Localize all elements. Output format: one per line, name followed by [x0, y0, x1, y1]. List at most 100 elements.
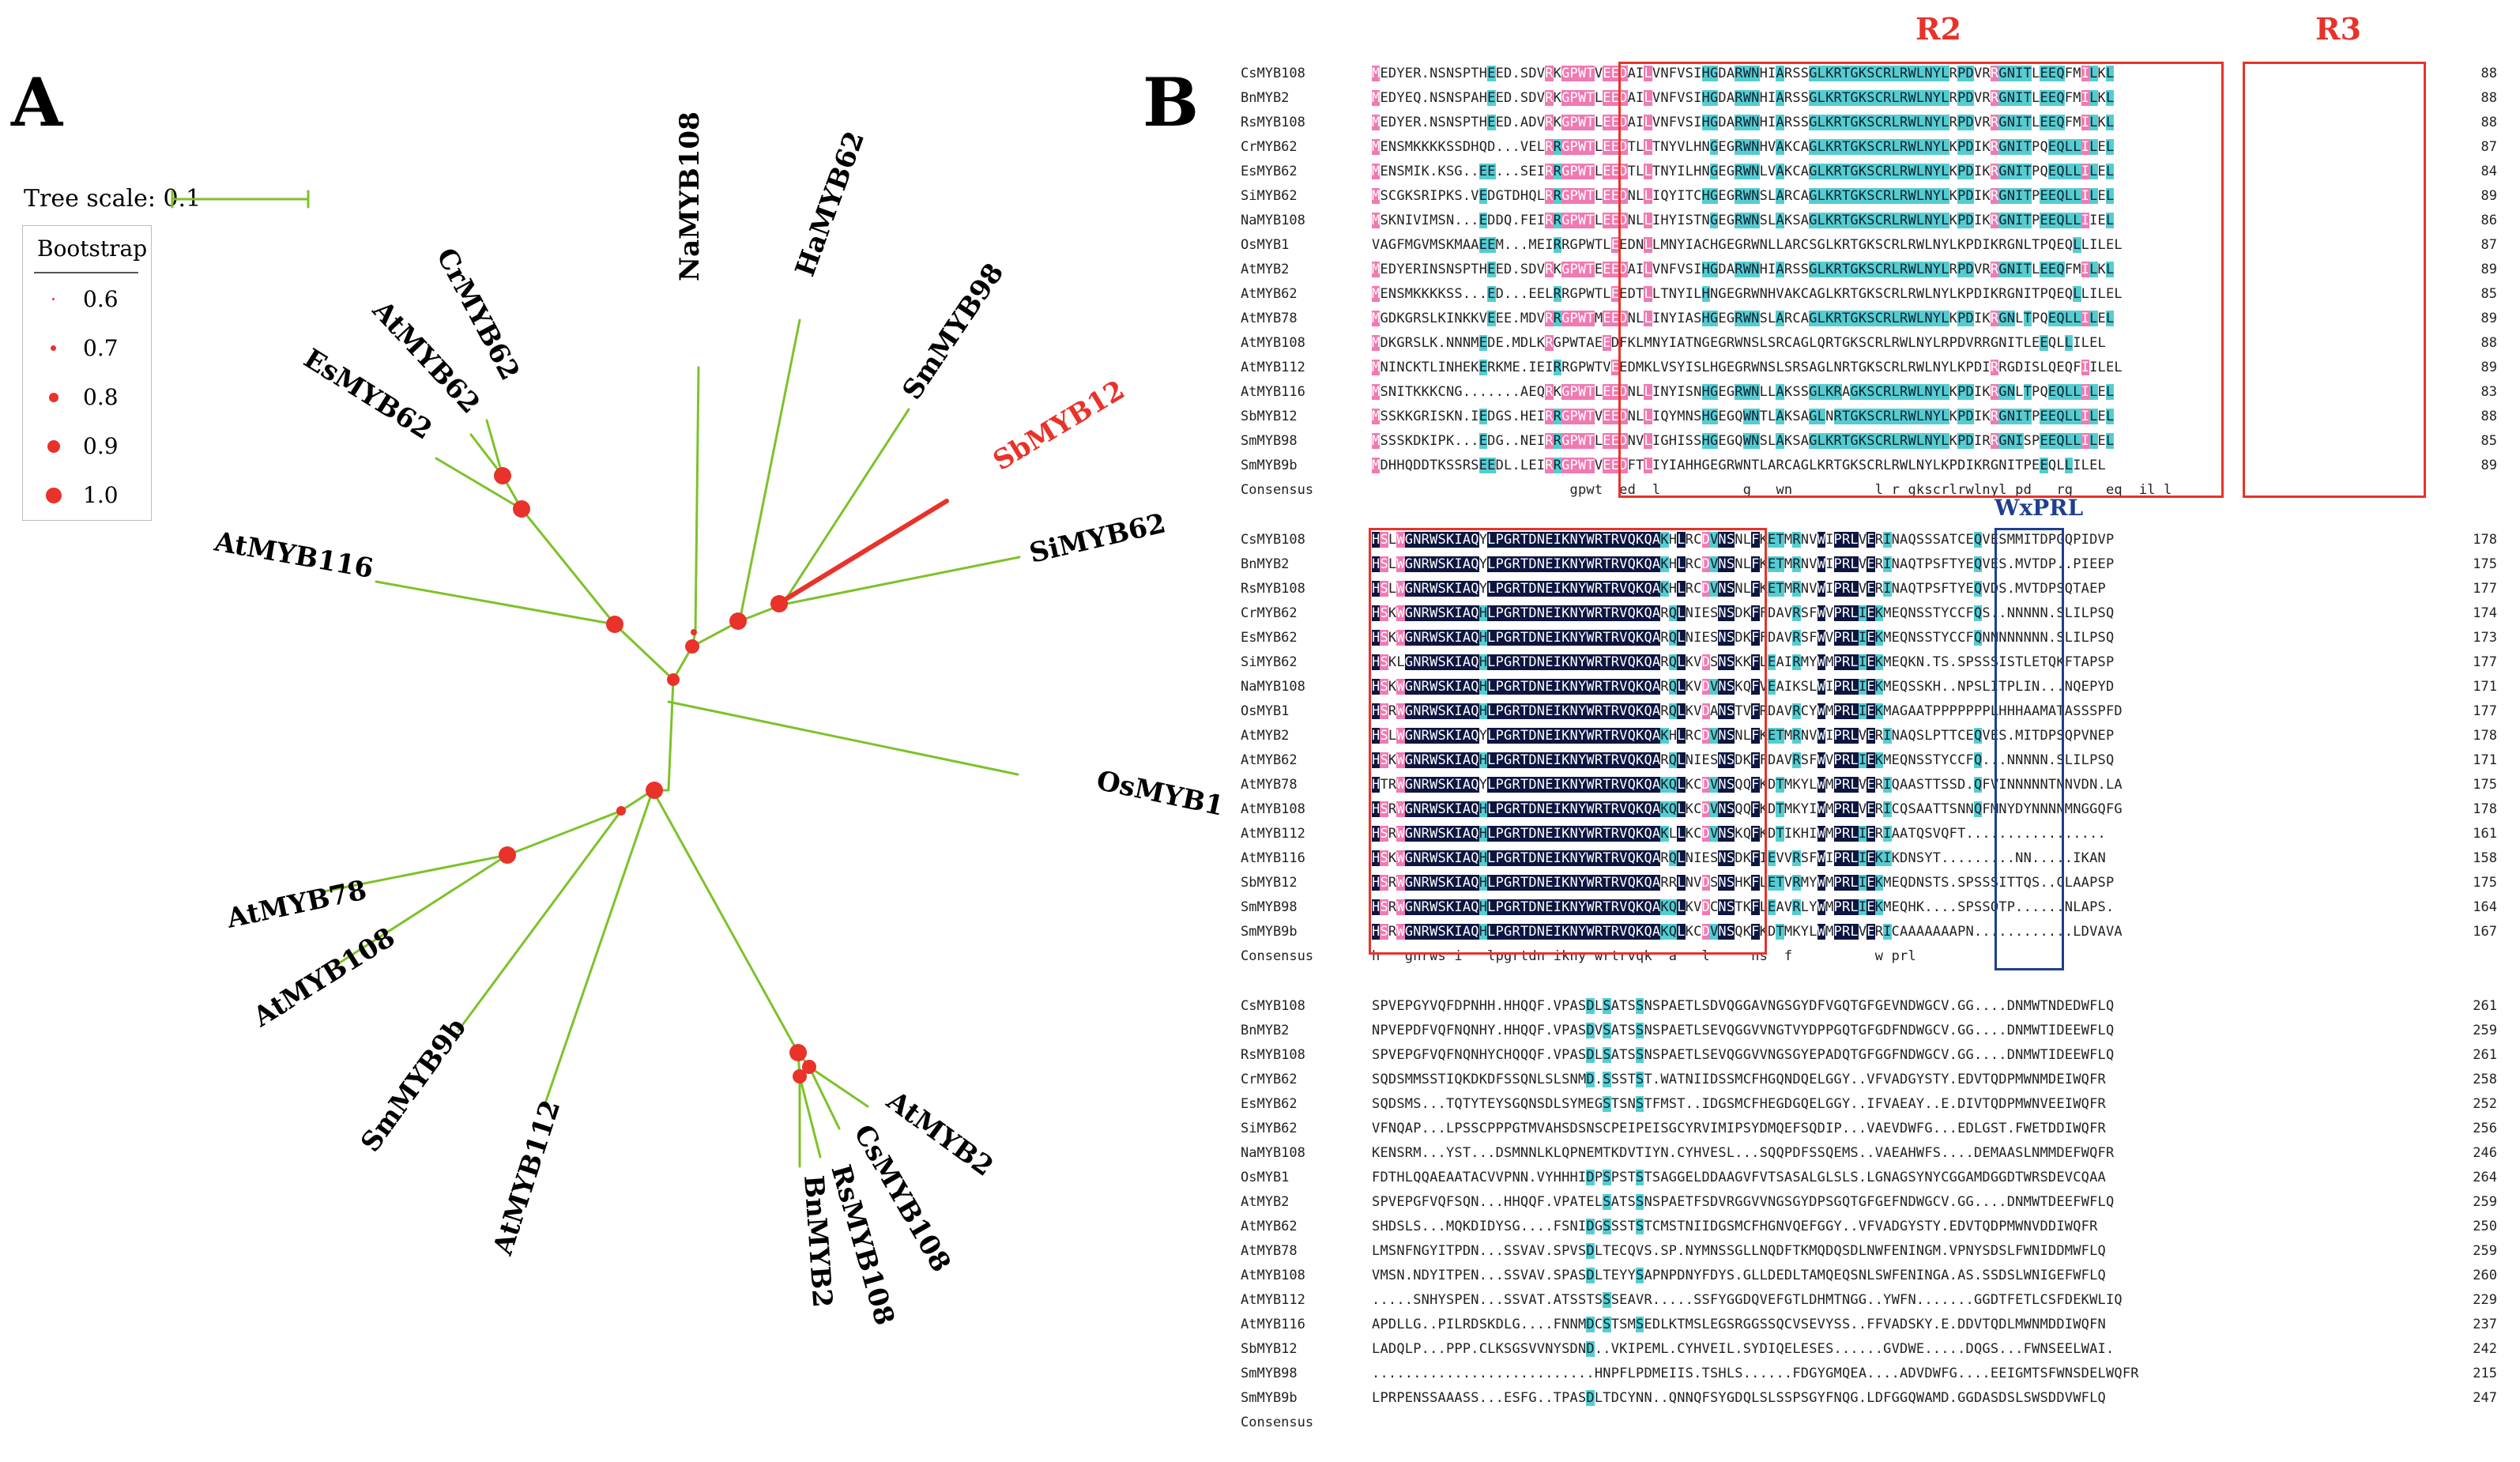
leaf-label: AtMYB112: [487, 1096, 567, 1259]
r3-frame-block-2: [1369, 528, 1767, 955]
sequence-residues: VMSN.NDYITPEN...SSVAV.SPASDLTEYYSAPNPDNY…: [1372, 1268, 2106, 1283]
sequence-residues: MDHHQDDTKSSRSEEDL.LEIRRGPWTVEEDFTLIYIAHH…: [1372, 458, 2106, 473]
sequence-residues: MSNITKKKCNG.......AEQRKGPWTLEEDNLLINYISN…: [1372, 384, 2115, 400]
residue-count: 171: [2473, 752, 2497, 768]
sequence-name: AtMYB108: [1241, 335, 1305, 351]
sequence-name: SmMYB9b: [1241, 1390, 1298, 1406]
residue-count: 158: [2473, 850, 2497, 866]
residue-count: 175: [2473, 556, 2497, 572]
residue-count: 177: [2473, 654, 2497, 670]
residue-count: 85: [2480, 286, 2497, 302]
bootstrap-legend-title: Bootstrap: [37, 236, 148, 262]
sequence-name: AtMYB62: [1241, 1219, 1298, 1234]
sequence-residues: HSRWGNRWSKIAQHLPGRTDNEIKNYWRTRVQKQAKQLKV…: [1372, 899, 2115, 915]
residue-count: 89: [2480, 262, 2497, 277]
sequence-residues: HSKWGNRWSKIAQHLPGRTDNEIKNYWRTRVQKQARQLNI…: [1372, 752, 2115, 768]
sequence-residues: LADQLP...PPP.CLKSGSVVNYSDND..VKIPEML.CYH…: [1372, 1341, 2115, 1357]
tree-branch: [457, 809, 623, 1032]
residue-count: 250: [2473, 1219, 2497, 1234]
bootstrap-value: 0.7: [83, 335, 119, 361]
residue-count: 246: [2473, 1145, 2497, 1161]
residue-count: 256: [2473, 1121, 2497, 1136]
sequence-name: RsMYB108: [1241, 115, 1305, 130]
tree-branch: [520, 507, 616, 626]
sequence-name: SmMYB98: [1241, 899, 1298, 915]
sequence-name: NaMYB108: [1241, 213, 1305, 228]
residue-count: 83: [2480, 384, 2497, 400]
bootstrap-node: [685, 639, 699, 654]
sequence-residues: SPVEPGFVQFSQN...HHQQF.VPATELSATSSNSPAETF…: [1372, 1194, 2115, 1210]
sequence-residues: MEDYER.NSNSPTHEED.ADVRKGPWTLEEDAILVNFVSI…: [1372, 115, 2115, 130]
panel-b-letter: B: [1143, 63, 1199, 141]
residue-count: 259: [2473, 1243, 2497, 1259]
residue-count: 258: [2473, 1072, 2497, 1087]
tree-branch: [333, 853, 509, 967]
tree-branch: [798, 1075, 822, 1159]
residue-count: 84: [2480, 164, 2497, 179]
leaf-label: SiMYB62: [1026, 507, 1169, 569]
sequence-name: EsMYB62: [1241, 630, 1298, 646]
sequence-name: BnMYB2: [1241, 90, 1290, 106]
sequence-residues: FDTHLQQAEAATACVVPNN.VYHHHIDPSPSTSTSAGGEL…: [1372, 1170, 2106, 1185]
region-label-r3: R3: [2315, 11, 2362, 47]
residue-count: 215: [2473, 1366, 2497, 1381]
bootstrap-node: [802, 1060, 816, 1074]
sequence-name: RsMYB108: [1241, 1047, 1305, 1063]
residue-count: 173: [2473, 630, 2497, 646]
tree-branch: [375, 580, 616, 626]
sequence-residues: MDKGRSLK.NNNMEDE.MDLKRGPWTAEEDFKLMNYIATN…: [1372, 335, 2106, 351]
sequence-name: OsMYB1: [1241, 703, 1290, 719]
sequence-residues: SPVEPGFVQFNQNHYCHQQQF.VPASDLSATSSNSPAETL…: [1372, 1047, 2115, 1063]
leaf-label: OsMYB1: [1094, 765, 1226, 823]
bootstrap-dot: [47, 440, 60, 453]
residue-count: 261: [2473, 1047, 2497, 1063]
sequence-residues: SHDSLS...MQKDIDYSG....FSNIDGSSSTSTCMSTNI…: [1372, 1219, 2098, 1234]
bootstrap-legend-row: 0.7: [23, 332, 151, 364]
sequence-name: AtMYB78: [1241, 311, 1298, 326]
sequence-residues: HSRWGNRWSKIAQHLPGRTDNEIKNYWRTRVQKQAKLLKC…: [1372, 826, 2106, 842]
sequence-residues: SQDSMMSSTIQKDKDFSSQNLSLSNMD.SSSTST.WATNI…: [1372, 1072, 2106, 1087]
tree-branch: [667, 700, 1019, 776]
bootstrap-legend-row: 1.0: [23, 479, 151, 511]
sequence-name: SiMYB62: [1241, 1121, 1298, 1136]
sequence-name: AtMYB116: [1241, 384, 1305, 400]
residue-count: 88: [2480, 335, 2497, 351]
sequence-residues: HSKWGNRWSKIAQHLPGRTDNEIKNYWRTRVQKQARQLKV…: [1372, 679, 2115, 695]
leaf-label: HaMYB62: [789, 127, 871, 281]
bootstrap-dot: [46, 488, 62, 503]
residue-count: 247: [2473, 1390, 2497, 1406]
leaf-label: AtMYB108: [247, 921, 401, 1034]
bootstrap-node: [691, 629, 697, 635]
sequence-residues: ...........................HNPFLPDMEIIS.…: [1372, 1366, 2139, 1381]
sequence-name: SmMYB98: [1241, 1366, 1298, 1381]
residue-count: 85: [2480, 433, 2497, 449]
highlight-branch: [778, 499, 949, 605]
leaf-label: NaMYB108: [674, 111, 706, 281]
sequence-residues: .....SNHYSPEN...SSVAT.ATSSTSSSEAVR.....S…: [1372, 1292, 2123, 1308]
sequence-residues: SQDSMS...TQTYTEYSGQNSDLSYMEGSTSNSTFMST..…: [1372, 1096, 2106, 1112]
tree-branch: [613, 623, 675, 681]
sequence-name: EsMYB62: [1241, 164, 1298, 179]
motif-label: WxPRL: [1995, 495, 2084, 521]
sequence-name: RsMYB108: [1241, 581, 1305, 597]
residue-count: 177: [2473, 581, 2497, 597]
sequence-residues: MNINCKTLINHEKERKME.IEIRRGPWTVEEDMKLVSYIS…: [1372, 360, 2123, 375]
sequence-name: EsMYB62: [1241, 1096, 1298, 1112]
sequence-residues: NPVEPDFVQFNQNHY.HHQQF.VPASDVSATSSNSPAETL…: [1372, 1023, 2115, 1038]
sequence-name: NaMYB108: [1241, 679, 1305, 695]
sequence-name: AtMYB112: [1241, 360, 1305, 375]
residue-count: 178: [2473, 801, 2497, 817]
sequence-name: AtMYB78: [1241, 777, 1298, 793]
sequence-residues: HSLWGNRWSKIAQYLPGRTDNEIKNYWRTRVQKQAKHLRC…: [1372, 728, 2115, 744]
bootstrap-node: [646, 782, 663, 799]
tree-branch: [506, 809, 623, 857]
sequence-residues: h gnrws i lpgrtdn ikny wrtrvqk a l ns f …: [1372, 948, 1916, 964]
sequence-residues: HSKWGNRWSKIAQHLPGRTDNEIKNYWRTRVQKQARQLNI…: [1372, 630, 2115, 646]
bootstrap-node: [770, 595, 788, 612]
sequence-name: SiMYB62: [1241, 654, 1298, 670]
leaf-label: AtMYB116: [211, 526, 375, 585]
residue-count: 178: [2473, 532, 2497, 548]
residue-count: 174: [2473, 605, 2497, 621]
